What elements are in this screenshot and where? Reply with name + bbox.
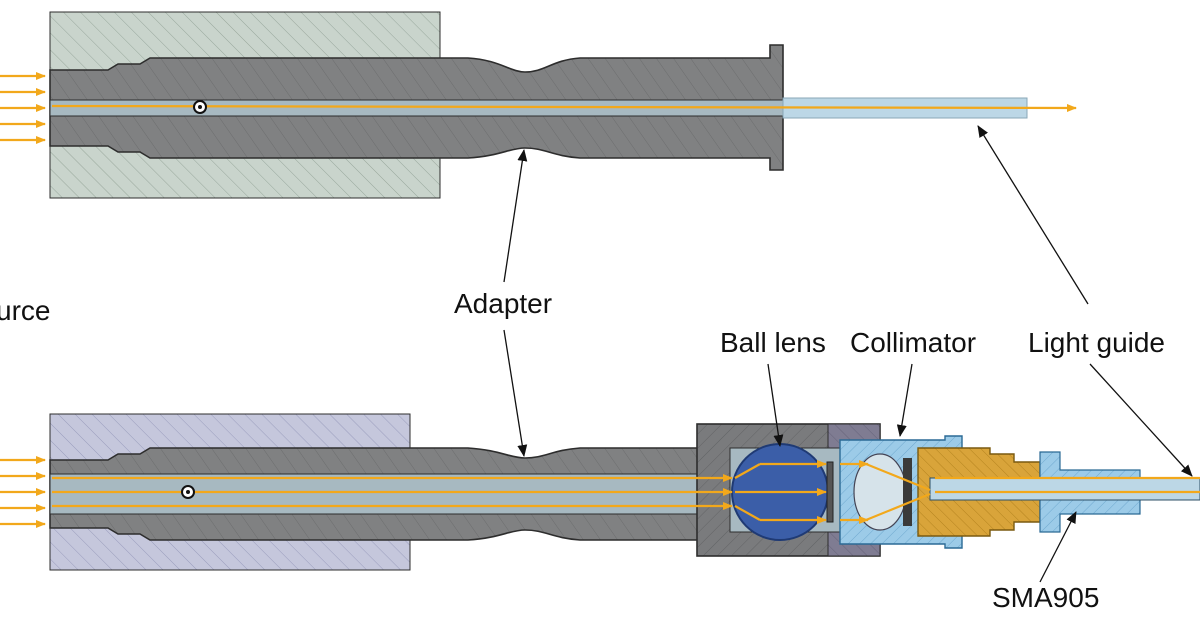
top-light-rays	[0, 72, 1077, 144]
aperture-stop-1	[826, 461, 834, 523]
bottom-datum-marker	[181, 485, 195, 499]
label-ball-lens: Ball lens	[720, 327, 826, 358]
label-collimator: Collimator	[850, 327, 976, 358]
label-source: urce	[0, 295, 50, 326]
aperture-stop-2	[903, 458, 912, 526]
label-adapter: Adapter	[454, 288, 552, 319]
bottom-light-rays	[0, 456, 1200, 528]
top-datum-marker	[193, 100, 207, 114]
collimator-lens	[853, 453, 907, 531]
label-light-guide: Light guide	[1028, 327, 1165, 358]
label-sma905: SMA905	[992, 582, 1099, 613]
top-assembly	[0, 11, 1077, 199]
bottom-adapter-bore	[49, 473, 741, 515]
bottom-fiber-ferrule	[929, 477, 1200, 501]
bottom-assembly	[0, 413, 1200, 571]
label-leaders	[503, 125, 1193, 583]
